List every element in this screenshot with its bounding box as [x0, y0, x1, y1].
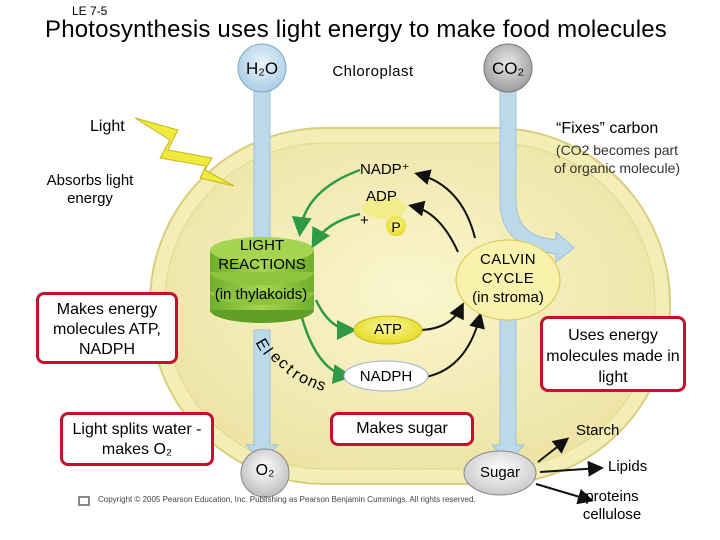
fixes-carbon-note: (CO2 becomes part of organic molecule): [553, 142, 681, 176]
atp-label: ATP: [373, 321, 403, 338]
nadp-to-light-arrow: [291, 168, 361, 237]
co2-label: CO₂: [491, 59, 525, 78]
calvin-cycle-title: CALVIN CYCLE: [479, 251, 537, 287]
o2-label: O₂: [255, 462, 275, 479]
electrons-label: E l e c t r o n s: [252, 336, 328, 396]
o2-molecule: [240, 448, 290, 498]
atp-oval: [353, 315, 423, 345]
sugar-to-lipids-arrow: [539, 460, 604, 477]
makes-energy-box: Makes energy molecules ATP, NADPH: [36, 292, 178, 364]
light-to-nadph-arrow: [300, 317, 353, 384]
calvin-to-adp-arrow: [408, 200, 459, 253]
light-beam: [134, 117, 235, 187]
uses-energy-box: Uses energy molecules made in light: [540, 316, 686, 392]
light-to-atp-arrow: [314, 299, 357, 340]
slide-label: LE 7-5: [72, 4, 108, 18]
adp-label: ADP: [366, 188, 397, 205]
light-reactions-title: LIGHT REACTIONS: [218, 237, 306, 273]
nadph-label: NADPH: [359, 368, 413, 385]
light-splits-water-box: Light splits water -makes O₂: [60, 412, 214, 466]
phosphate-label: P: [391, 219, 401, 235]
chloroplast-label: Chloroplast: [332, 63, 414, 80]
adp-oval: [362, 197, 406, 219]
makes-sugar-box: Makes sugar: [330, 412, 474, 446]
starch-label: Starch: [576, 422, 620, 439]
light-label: Light: [90, 118, 125, 135]
publisher-logo: [78, 496, 90, 506]
co2-channel: [499, 89, 575, 264]
calvin-to-nadp-arrow: [414, 169, 476, 239]
calvin-cycle-location: (in stroma): [472, 289, 544, 306]
plus-sign: +: [360, 212, 369, 229]
h2o-label: H₂O: [245, 59, 279, 78]
proteins-cellulose-label: proteins cellulose: [582, 488, 642, 523]
page-title: Photosynthesis uses light energy to make…: [45, 16, 668, 43]
adp-to-light-arrow: [311, 212, 361, 249]
lipids-label: Lipids: [608, 458, 648, 475]
phosphate-circle: [386, 216, 406, 236]
calvin-cycle-disc: [455, 239, 561, 321]
atp-to-calvin-arrow: [417, 302, 464, 331]
sugar-molecule: [463, 450, 537, 496]
light-reactions-location: (in thylakoids): [214, 286, 308, 303]
nadph-oval: [343, 360, 429, 392]
fixes-carbon-heading: “Fixes” carbon: [556, 120, 659, 137]
copyright-notice: Copyright © 2005 Pearson Education, Inc.…: [98, 495, 476, 504]
sugar-to-proteins-arrow: [535, 483, 594, 505]
sugar-label: Sugar: [479, 464, 521, 481]
nadph-to-calvin-arrow: [419, 312, 485, 379]
nadp-plus-label: NADP⁺: [360, 161, 410, 178]
absorbs-light-label: Absorbs light energy: [46, 172, 134, 207]
sugar-to-starch-arrow: [537, 437, 570, 463]
co2-molecule: [483, 43, 533, 93]
h2o-molecule: [237, 43, 287, 93]
thylakoid-stack: [210, 237, 314, 323]
